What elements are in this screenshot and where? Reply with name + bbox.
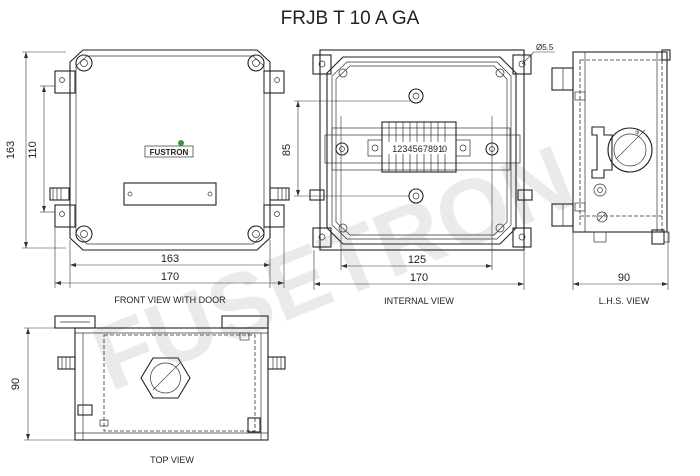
dim-front-height-outer: 163 <box>5 141 17 159</box>
hole-callout: Ø5.5 <box>536 43 554 52</box>
internal-view: 1 2 3 4 5 6 7 8 9 10 Ø5.5 85 125 170 INT… <box>281 43 555 306</box>
label-internal-view: INTERNAL VIEW <box>384 296 454 306</box>
dim-front-width-outer: 170 <box>161 271 179 283</box>
dim-internal-width-outer: 170 <box>410 272 428 284</box>
dim-internal-height: 85 <box>281 144 293 156</box>
dim-front-height-inner: 110 <box>27 141 39 159</box>
brand-label: FUSTRON <box>150 148 189 157</box>
label-top-view: TOP VIEW <box>150 455 194 465</box>
svg-text:Ø: Ø <box>634 129 641 136</box>
dim-lhs-width: 90 <box>618 272 630 284</box>
lhs-view: Ø 90 L.H.S. VIEW <box>551 49 671 306</box>
label-lhs-view: L.H.S. VIEW <box>599 296 650 306</box>
terminal-numbers: 1 2 3 4 5 6 7 8 9 10 <box>392 144 447 154</box>
dim-front-width-inner: 163 <box>161 253 179 265</box>
dim-internal-width-inner: 125 <box>408 254 426 266</box>
drawing-title: FRJB T 10 A GA <box>281 8 420 29</box>
top-view: 90 TOP VIEW <box>10 315 286 465</box>
label-front-view: FRONT VIEW WITH DOOR <box>114 295 226 305</box>
dim-top-height: 90 <box>10 378 22 390</box>
green-dot-icon <box>178 140 184 146</box>
front-view: FUSTRON 163 110 163 170 FRONT VIEW WITH … <box>5 49 290 305</box>
